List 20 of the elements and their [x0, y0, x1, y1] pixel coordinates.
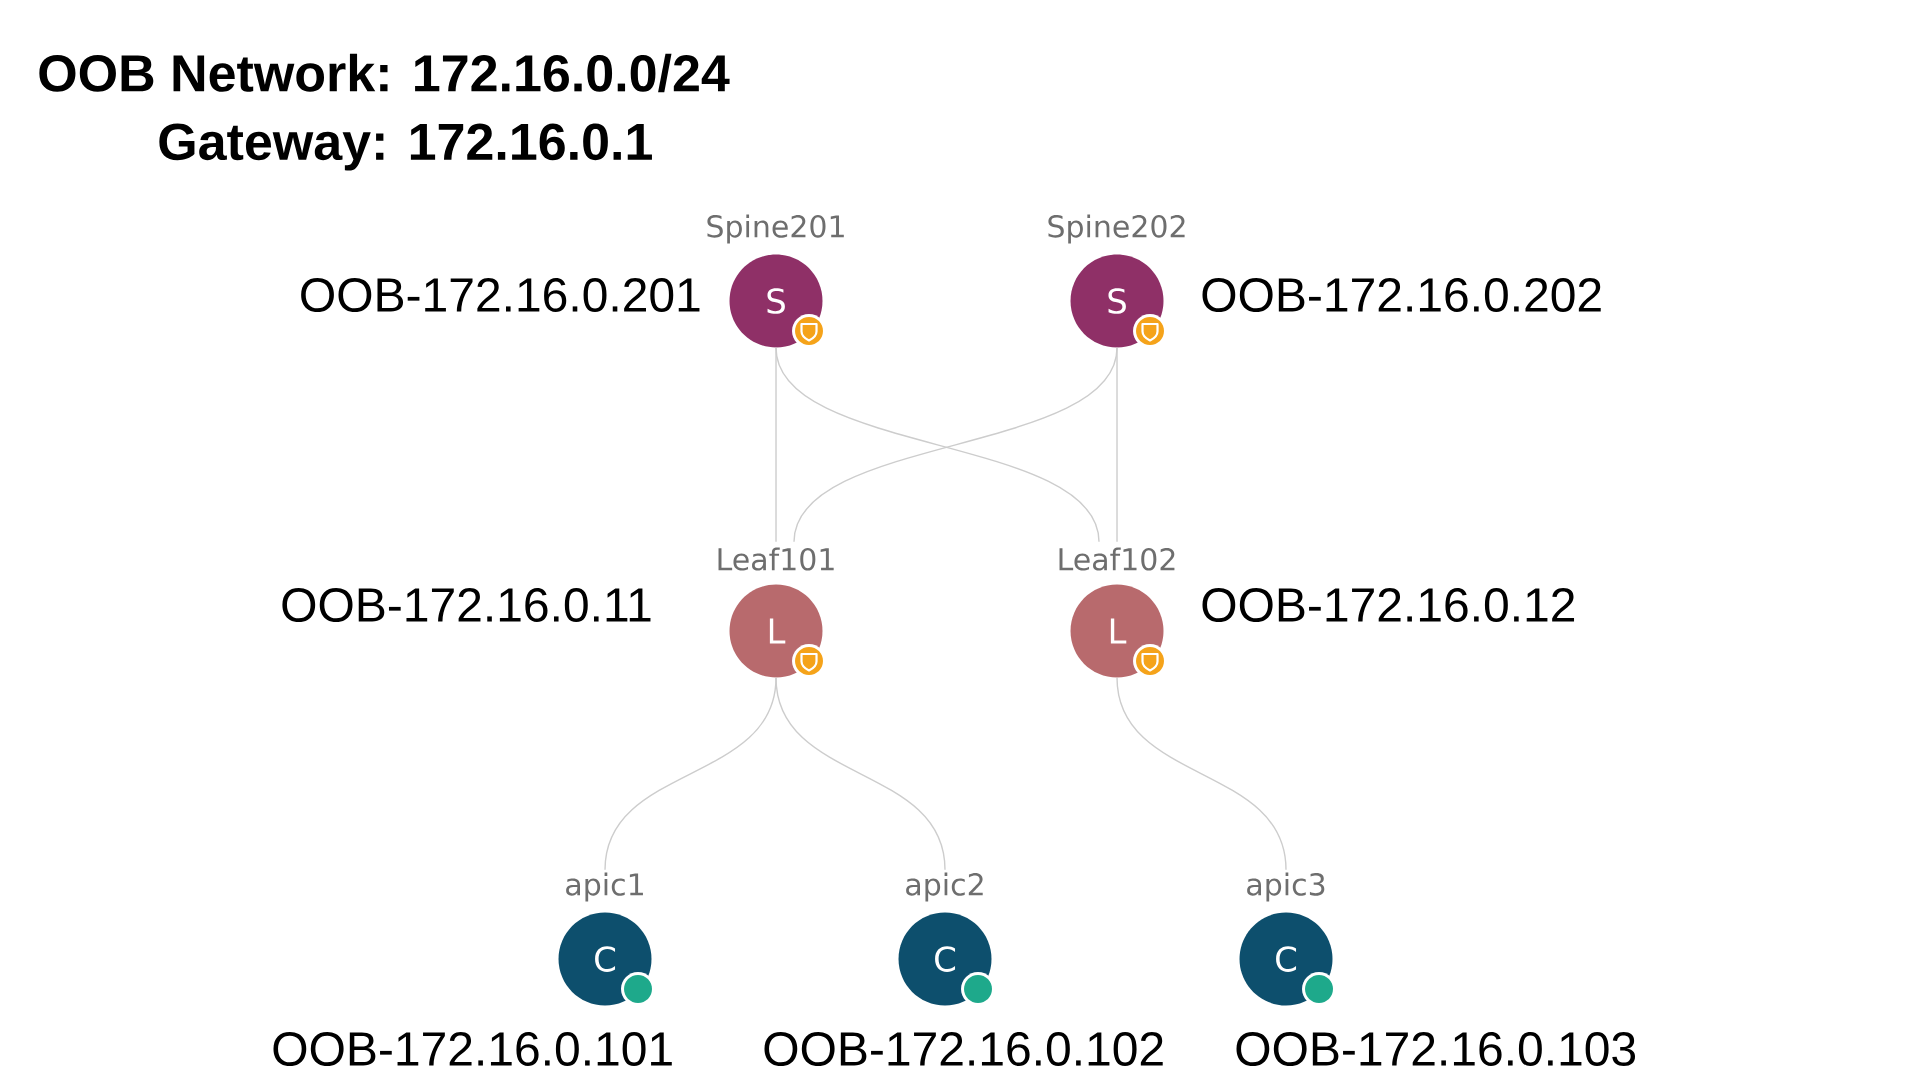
address-label: OOB-172.16.0.11: [282, 588, 651, 622]
address-label: OOB-172.16.0.103: [1236, 1032, 1636, 1066]
address-label: OOB-172.16.0.12: [1202, 588, 1575, 622]
link-line: [775, 677, 946, 871]
device-name: Spine202: [1048, 214, 1185, 244]
subtitle: Gateway: 172.16.0.1: [159, 123, 652, 171]
device-name: apic2: [906, 872, 983, 902]
device-name: apic3: [1247, 872, 1325, 902]
link-line: [775, 347, 777, 543]
address-label: OOB-172.16.0.202: [1202, 278, 1601, 312]
link-line: [1116, 347, 1118, 543]
device-name: apic1: [566, 872, 643, 902]
link-line: [1116, 677, 1287, 871]
device-name: Spine201: [707, 214, 844, 244]
device-name: Leaf101: [718, 547, 834, 571]
title: OOB Network: 172.16.0.0/24: [39, 53, 730, 93]
device-name: Leaf102: [1059, 547, 1175, 571]
address-label: OOB-172.16.0.101: [273, 1032, 672, 1066]
address-label: OOB-172.16.0.102: [764, 1032, 1163, 1066]
address-label: OOB-172.16.0.201: [301, 278, 700, 312]
